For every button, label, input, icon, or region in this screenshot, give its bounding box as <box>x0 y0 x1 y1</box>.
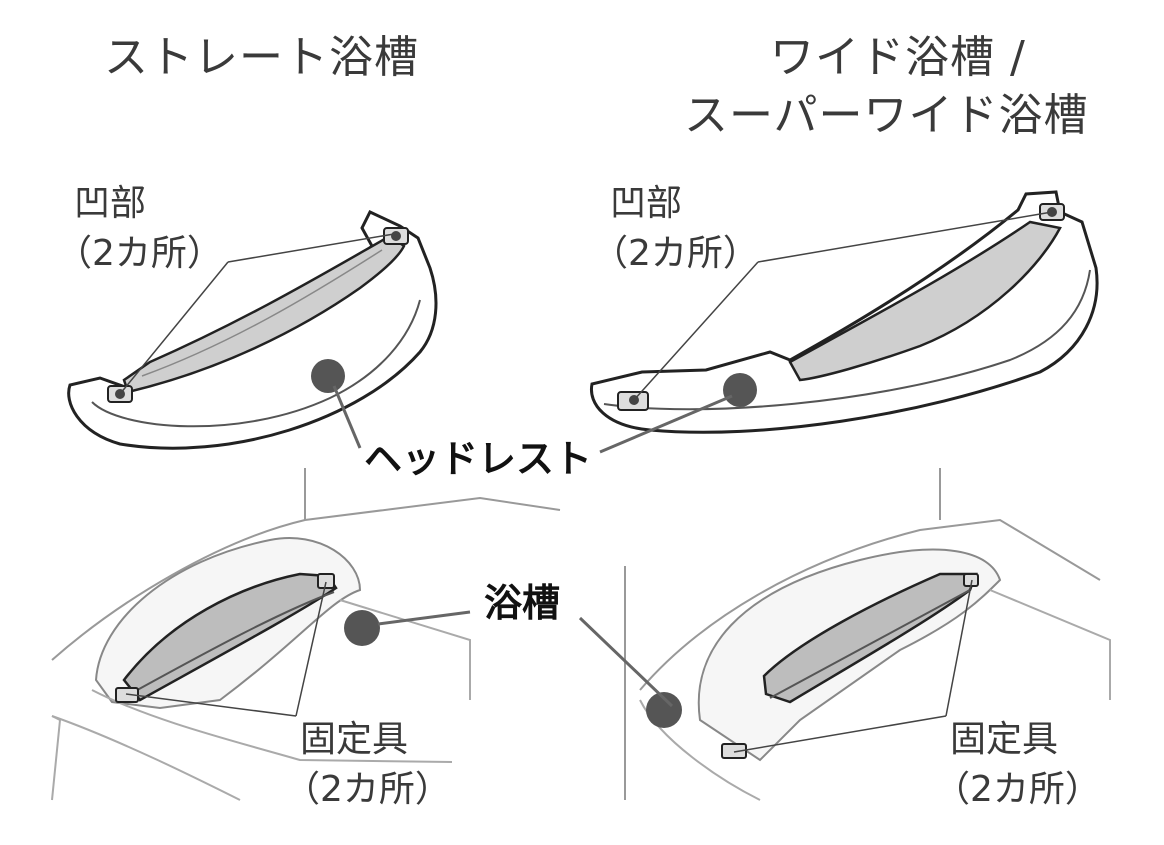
label-fixture-right: 固定具 <box>950 719 1059 760</box>
fixture-leaders <box>125 579 973 753</box>
label-recess-right: 凹部 <box>610 183 683 224</box>
headrest-leaders <box>332 385 733 454</box>
tub-straight <box>51 468 561 801</box>
label-recess-right-count: （2カ所） <box>592 233 759 274</box>
recess-leaders <box>119 211 1053 401</box>
label-bathtub: 浴槽 <box>484 581 561 625</box>
label-recess-left: 凹部 <box>74 183 147 224</box>
title-straight-tub: ストレート浴槽 <box>104 32 419 83</box>
headrest-marker-right <box>723 373 757 407</box>
bathtub-leaders <box>377 610 674 708</box>
headrest-wide <box>589 190 1099 434</box>
label-headrest: ヘッドレスト <box>364 437 593 481</box>
tub-wide <box>624 468 1111 801</box>
headrest-marker-left <box>311 359 345 393</box>
label-fixture-left-count: （2カ所） <box>284 769 451 810</box>
title-wide-tub-line1: ワイド浴槽 / <box>770 32 1026 83</box>
label-recess-left-count: （2カ所） <box>56 233 223 274</box>
label-fixture-left: 固定具 <box>300 719 409 760</box>
label-fixture-right-count: （2カ所） <box>934 769 1101 810</box>
title-wide-tub-line2: スーパーワイド浴槽 <box>684 90 1089 141</box>
